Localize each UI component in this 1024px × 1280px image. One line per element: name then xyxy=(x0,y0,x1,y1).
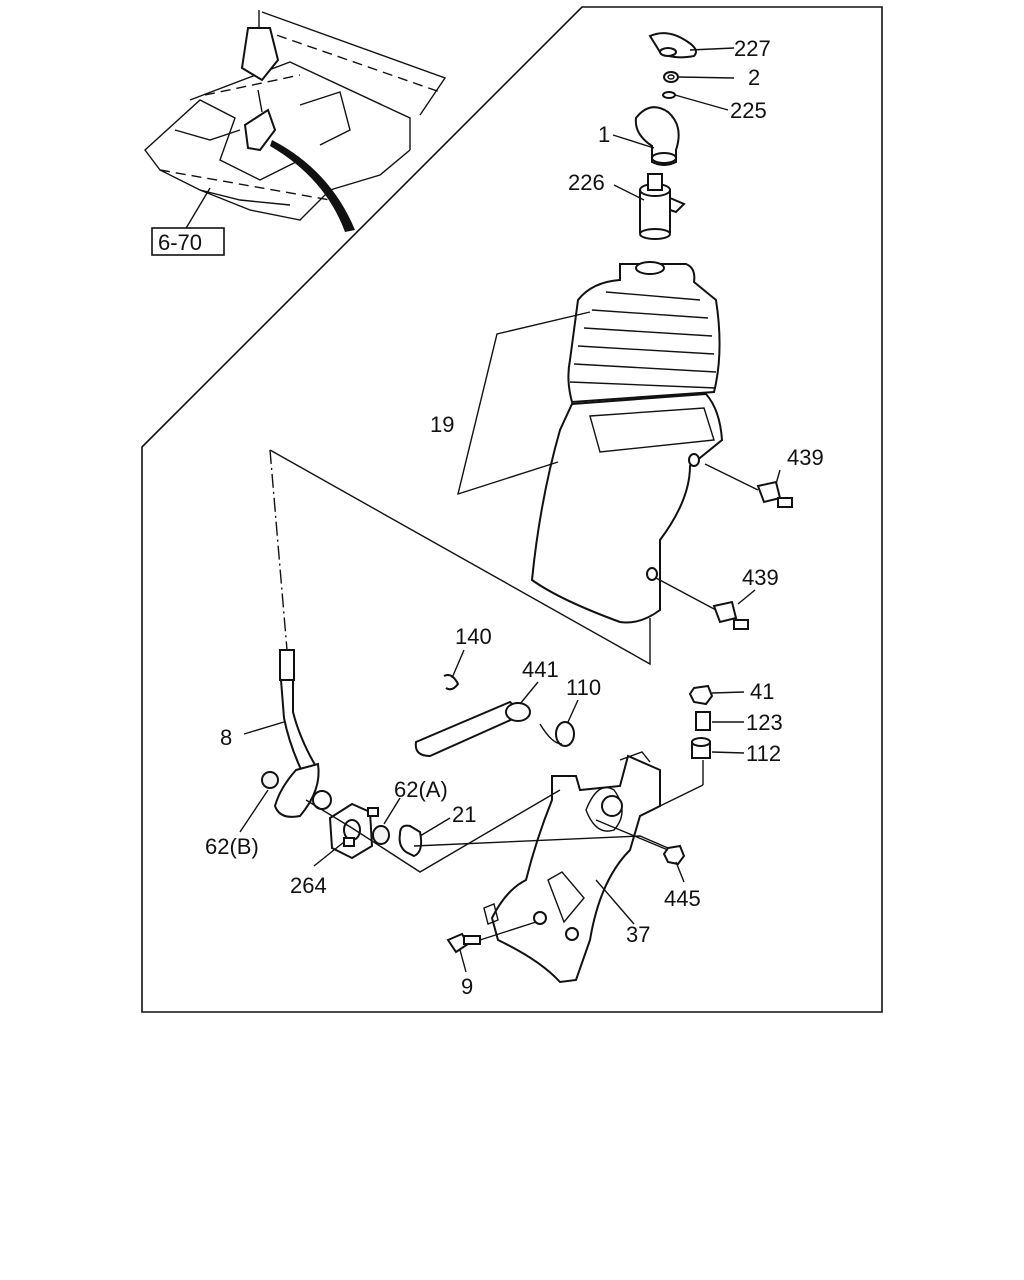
plate-264 xyxy=(328,802,379,860)
knob-1 xyxy=(634,106,680,166)
diagram-frame xyxy=(141,6,883,1013)
lever-top-226 xyxy=(639,173,686,240)
reference-box xyxy=(151,227,225,256)
callout-112: 112 xyxy=(746,741,781,766)
cab-floor-inset xyxy=(144,10,447,232)
callout-123: 123 xyxy=(746,710,783,735)
callout-62a: 62(A) xyxy=(394,777,448,802)
callout-264: 264 xyxy=(290,873,327,898)
callout-21: 21 xyxy=(452,802,476,827)
callout-226: 226 xyxy=(568,170,605,195)
callout-8: 8 xyxy=(220,725,232,750)
callout-439-lower: 439 xyxy=(742,565,779,590)
gear-lever-8 xyxy=(261,649,332,818)
callout-9: 9 xyxy=(461,974,473,999)
callout-140: 140 xyxy=(455,624,492,649)
callout-110: 110 xyxy=(566,675,601,700)
callout-37: 37 xyxy=(626,922,650,947)
callout-19: 19 xyxy=(430,412,454,437)
spring-110 xyxy=(539,721,575,747)
nut-445 xyxy=(662,844,686,866)
grommet-112 xyxy=(691,737,711,759)
link-441 xyxy=(414,700,531,758)
washer-225 xyxy=(662,91,676,99)
callout-2: 2 xyxy=(748,65,760,90)
pin-123 xyxy=(695,711,711,731)
screw-439-lower xyxy=(712,600,749,630)
knob-cap-227 xyxy=(648,32,697,59)
bracket-37 xyxy=(483,751,661,984)
nut-41 xyxy=(688,684,714,706)
callout-441: 441 xyxy=(522,657,559,682)
reference-box-label: 6-70 xyxy=(158,230,202,255)
shift-boot-19 xyxy=(530,261,724,624)
leader-lines xyxy=(239,47,781,973)
callout-62b: 62(B) xyxy=(205,834,259,859)
callout-445: 445 xyxy=(664,886,701,911)
callout-1: 1 xyxy=(598,122,610,147)
bolt-9 xyxy=(446,932,481,954)
callout-41: 41 xyxy=(750,679,774,704)
screw-439-upper xyxy=(756,480,793,508)
bushing-21 xyxy=(398,824,423,858)
callout-225: 225 xyxy=(730,98,767,123)
nut-2 xyxy=(663,71,679,83)
clip-140 xyxy=(443,674,460,691)
callout-227: 227 xyxy=(734,36,771,61)
callout-439-upper: 439 xyxy=(787,445,824,470)
bushing-62a xyxy=(372,825,390,845)
